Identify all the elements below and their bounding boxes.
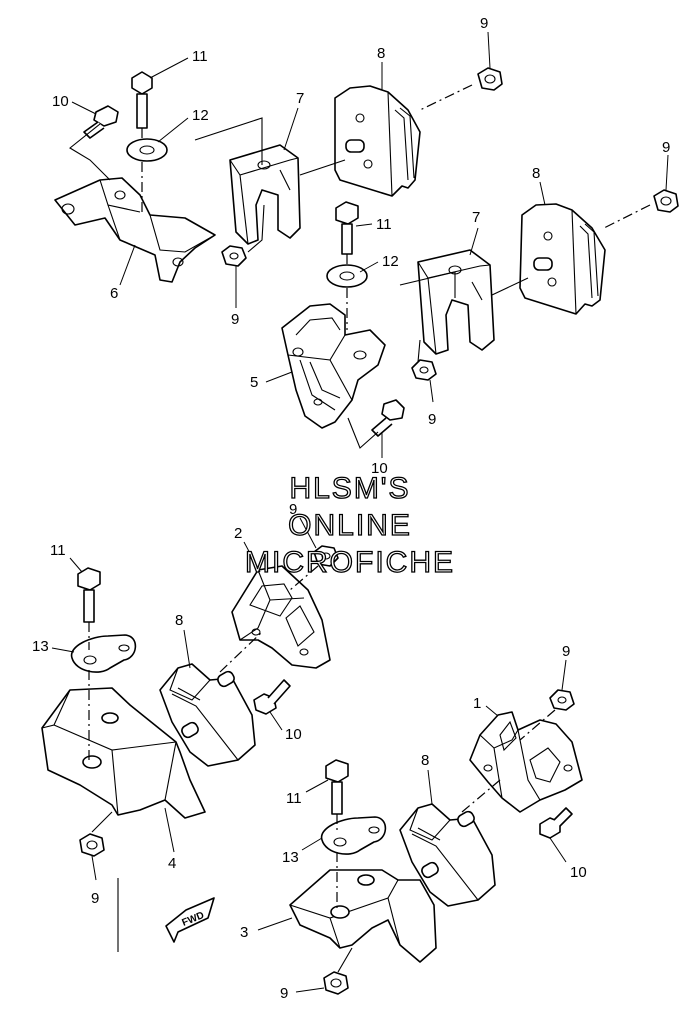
bolt-part-11 — [335, 201, 359, 255]
bracket-part-2 — [231, 565, 331, 669]
nut-part-9 — [221, 245, 247, 267]
callout-4: 4 — [168, 855, 176, 872]
callout-9b: 9 — [289, 501, 297, 518]
mount-part-8 — [334, 85, 421, 197]
callout-10: 10 — [570, 864, 587, 881]
callout-9: 9 — [91, 890, 99, 907]
forward-direction-indicator: FWD — [117, 878, 215, 952]
callout-10: 10 — [52, 93, 69, 110]
callout-11: 11 — [50, 542, 66, 559]
callout-7: 7 — [472, 209, 480, 226]
watermark-line-3: MICROFICHE — [244, 545, 455, 579]
bracket-part-6 — [54, 177, 216, 283]
nut-part-9 — [79, 833, 105, 857]
callout-8: 8 — [175, 612, 183, 629]
washer-part-13 — [70, 634, 137, 673]
callout-12: 12 — [192, 107, 209, 124]
callout-9b: 9 — [562, 643, 570, 660]
callout-9: 9 — [231, 311, 239, 328]
callout-9: 9 — [280, 985, 288, 1002]
watermark-line-2: ONLINE — [287, 508, 412, 542]
callout-9: 9 — [428, 411, 436, 428]
nut-part-9b — [549, 689, 575, 711]
callout-13: 13 — [282, 849, 299, 866]
nut-part-9b — [313, 545, 339, 567]
bolt-part-10 — [539, 807, 573, 839]
callout-8: 8 — [532, 165, 540, 182]
washer-part-12 — [326, 264, 368, 288]
callout-8: 8 — [377, 45, 385, 62]
mount-part-8 — [399, 803, 496, 907]
nut-part-9b — [477, 67, 503, 91]
assembly-bottom-left: 11 13 4 9 8 2 9 10 — [32, 501, 339, 907]
callout-13: 13 — [32, 638, 49, 655]
nut-part-9 — [323, 971, 349, 995]
callout-3: 3 — [240, 924, 248, 941]
callout-1: 1 — [473, 695, 481, 712]
mount-part-8 — [519, 203, 606, 315]
callout-2: 2 — [234, 525, 242, 542]
bracket-part-3 — [289, 869, 437, 963]
nut-part-9b — [653, 189, 679, 213]
bracket-part-7 — [229, 144, 301, 245]
bolt-part-10 — [371, 399, 405, 437]
bolt-part-10 — [253, 679, 291, 715]
mount-part-8 — [159, 663, 256, 767]
callout-5: 5 — [250, 374, 258, 391]
callout-11: 11 — [376, 216, 392, 233]
callout-11: 11 — [192, 48, 208, 65]
callout-11: 11 — [286, 790, 302, 807]
washer-part-13 — [320, 816, 387, 855]
callout-9b: 9 — [480, 15, 488, 32]
callout-12: 12 — [382, 253, 399, 270]
bracket-part-5 — [281, 303, 386, 429]
bolt-part-10 — [83, 105, 119, 139]
washer-part-12 — [126, 138, 168, 162]
callout-8: 8 — [421, 752, 429, 769]
watermark-line-1: HLSM'S — [289, 471, 411, 505]
assembly-top-left: 11 10 12 6 9 7 8 9 — [52, 15, 503, 328]
bolt-part-11 — [131, 71, 153, 129]
callout-10: 10 — [285, 726, 302, 743]
callout-9b: 9 — [662, 139, 670, 156]
bolt-part-11 — [77, 567, 101, 623]
callout-7: 7 — [296, 90, 304, 107]
bracket-part-4 — [41, 687, 206, 819]
bracket-part-1 — [469, 711, 583, 813]
fwd-arrow-icon: FWD — [165, 897, 215, 943]
assembly-bottom-right: 11 13 3 9 8 1 9 10 — [240, 643, 587, 1002]
callout-10: 10 — [371, 460, 388, 477]
bracket-part-7 — [417, 249, 495, 355]
bolt-part-11 — [325, 759, 349, 815]
assembly-top-right: 11 12 5 9 10 7 8 9 — [250, 139, 679, 477]
callout-6: 6 — [110, 285, 118, 302]
nut-part-9 — [411, 359, 437, 381]
